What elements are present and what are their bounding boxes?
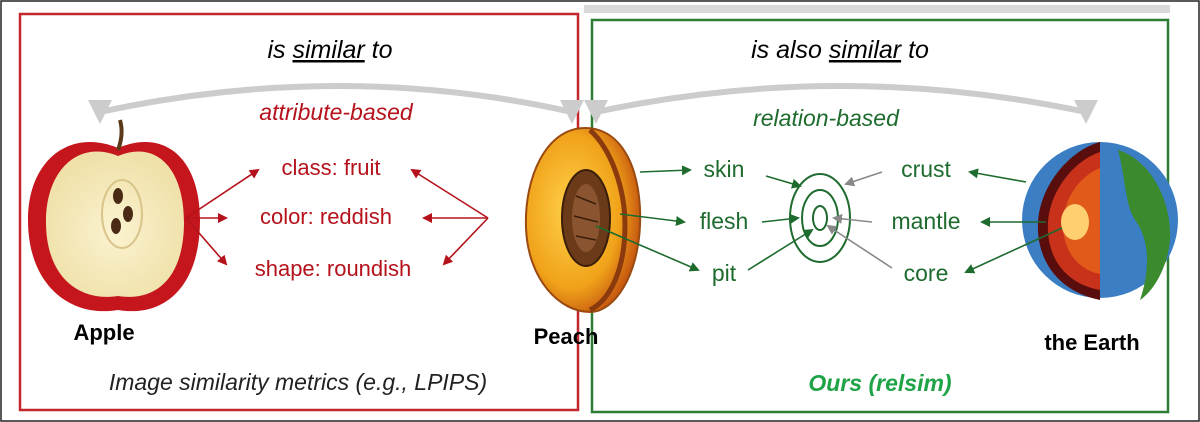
attribute-color: color: reddish [260,204,392,229]
left-caption: Image similarity metrics (e.g., LPIPS) [109,369,487,395]
attribute-based-label: attribute-based [259,99,414,125]
right-arc-head [584,100,608,124]
earth-illustration [1022,142,1178,300]
apple-to-class-arrow [185,168,260,219]
earth-part-crust: crust [901,156,951,182]
left-arc-head [88,100,112,124]
crust-to-ring-arrow [844,171,883,187]
earth-part-core: core [904,260,949,286]
right-caption: Ours (relsim) [808,370,951,396]
core-to-ring-arrow [826,224,893,269]
peach-to-class-arrow [410,168,489,219]
right-arc-tail-head [1074,100,1098,124]
left-heading: is similar to [267,36,392,64]
apple-label: Apple [73,320,134,345]
earth-label: the Earth [1044,330,1139,355]
mantle-to-ring-arrow [832,213,873,224]
peach-pit-arrow [595,225,700,272]
relation-based-label: relation-based [753,105,900,131]
earth-part-mantle: mantle [891,208,960,234]
attribute-class: class: fruit [281,155,380,180]
peach-part-flesh: flesh [700,208,749,234]
peach-part-pit: pit [712,260,737,286]
peach-skin-arrow [639,165,692,176]
peach-part-skin: skin [704,156,745,182]
right-heading: is also similar to [751,36,929,64]
earth-crust-arrow [968,168,1027,183]
apple-to-shape-arrow [185,217,228,266]
right-similarity-arc [595,83,1087,115]
apple-illustration [28,119,200,312]
top-gray-strip [584,5,1170,13]
peach-illustration [524,126,642,314]
skin-to-ring-arrow [765,175,802,189]
earth-core-arrow [964,227,1063,274]
peach-label: Peach [534,324,599,349]
attribute-shape: shape: roundish [255,256,412,281]
left-arc-tail-head [560,100,584,124]
peach-to-shape-arrow [442,217,489,266]
flesh-to-ring-arrow [761,213,800,224]
pit-to-ring-arrow [747,228,814,271]
left-similarity-arc [99,83,573,115]
peach-flesh-arrow [619,213,686,226]
